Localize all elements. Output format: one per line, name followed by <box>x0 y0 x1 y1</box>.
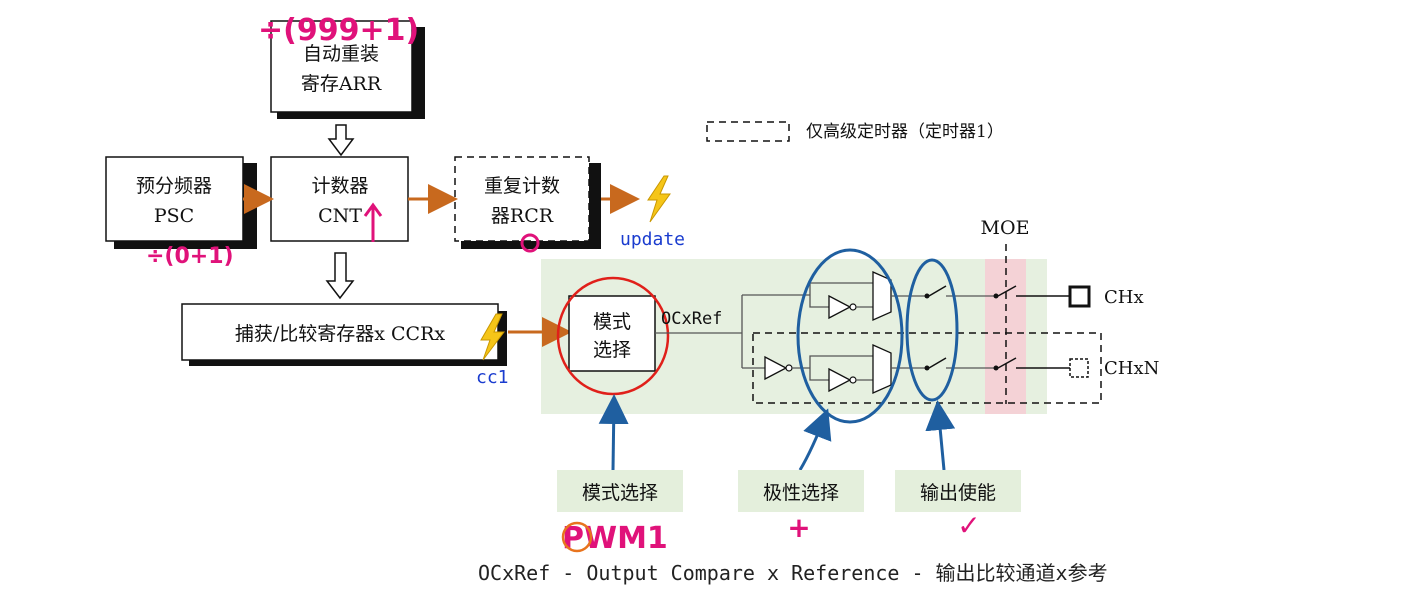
update-lightning-icon <box>647 175 671 223</box>
polarity-select-tag-label: 极性选择 <box>763 482 839 504</box>
output-enable-tag-label: 输出使能 <box>920 482 996 504</box>
chx-pin-icon <box>1068 285 1091 308</box>
polarity-select-tag <box>738 470 864 512</box>
chxn-label: CHxN <box>1104 358 1159 379</box>
arr-to-cnt-arrow <box>327 124 355 157</box>
mode-select-tag-label: 模式选择 <box>582 482 658 504</box>
cnt-block <box>270 156 409 242</box>
enable-oval-annotation <box>905 258 959 402</box>
update-label: update <box>620 229 685 250</box>
moe-label: MOE <box>981 217 1030 239</box>
psc-label-line1: 预分频器 <box>136 175 212 197</box>
mode-tag-arrow <box>598 394 629 471</box>
ccr-label: 捕获/比较寄存器x CCRx <box>235 323 446 345</box>
psc-divider-annotation: ÷(0+1) <box>146 244 234 269</box>
legend-label: 仅高级定时器（定时器1） <box>806 122 1004 142</box>
complementary-inverter-icon <box>764 355 788 381</box>
polarity-oval-annotation <box>796 248 904 424</box>
bottom-inverter-icon <box>828 367 852 393</box>
rcr-zero-annotation <box>520 233 540 253</box>
arr-block <box>270 20 413 113</box>
cnt-label-line1: 计数器 <box>311 175 368 197</box>
arr-label-line1: 自动重装 <box>303 43 379 65</box>
pwm-circle-annotation <box>561 521 593 553</box>
top-inverter-icon <box>828 294 852 320</box>
psc-block <box>105 156 244 242</box>
top-mux-icon <box>872 270 892 322</box>
bottom-mux-icon <box>872 343 892 395</box>
output-enable-tag <box>895 470 1021 512</box>
enable-tag-arrow <box>925 400 956 471</box>
mode-label-line1: 模式 <box>593 311 631 333</box>
legend-dashed-swatch <box>706 121 790 142</box>
polarity-tag-arrow <box>798 408 832 471</box>
arr-divider-annotation: ÷(999+1) <box>258 13 419 48</box>
moe-bottom-switch-icon <box>997 357 1017 369</box>
cc1-label: cc1 <box>476 367 509 388</box>
rcr-block <box>454 156 590 242</box>
mode-select-block <box>568 295 656 372</box>
polarity-plus-annotation: + <box>787 511 810 544</box>
cnt-up-arrow-annotation <box>363 202 383 242</box>
arr-label-line2: 寄存ARR <box>301 73 382 95</box>
cnt-to-ccr-arrow <box>325 252 355 300</box>
cnt-label-line2: CNT <box>318 205 362 227</box>
mode-label-line2: 选择 <box>593 339 631 361</box>
bottom-enable-switch-icon <box>928 357 947 369</box>
chxn-pin-icon <box>1069 358 1089 378</box>
mode-circle-annotation <box>556 276 670 396</box>
rcr-label-line1: 重复计数 <box>484 175 560 197</box>
rcr-label-line2: 器RCR <box>491 205 554 227</box>
chx-label: CHx <box>1104 287 1144 308</box>
moe-top-switch-icon <box>997 285 1017 297</box>
top-enable-switch-icon <box>928 285 947 297</box>
psc-label-line2: PSC <box>154 205 194 227</box>
footer-caption: OCxRef - Output Compare x Reference - 输出… <box>478 561 1108 585</box>
ocxref-label: OCxRef <box>661 309 722 329</box>
mode-select-tag <box>557 470 683 512</box>
cc1-lightning-icon <box>480 313 505 361</box>
enable-check-annotation: ✓ <box>957 509 980 542</box>
